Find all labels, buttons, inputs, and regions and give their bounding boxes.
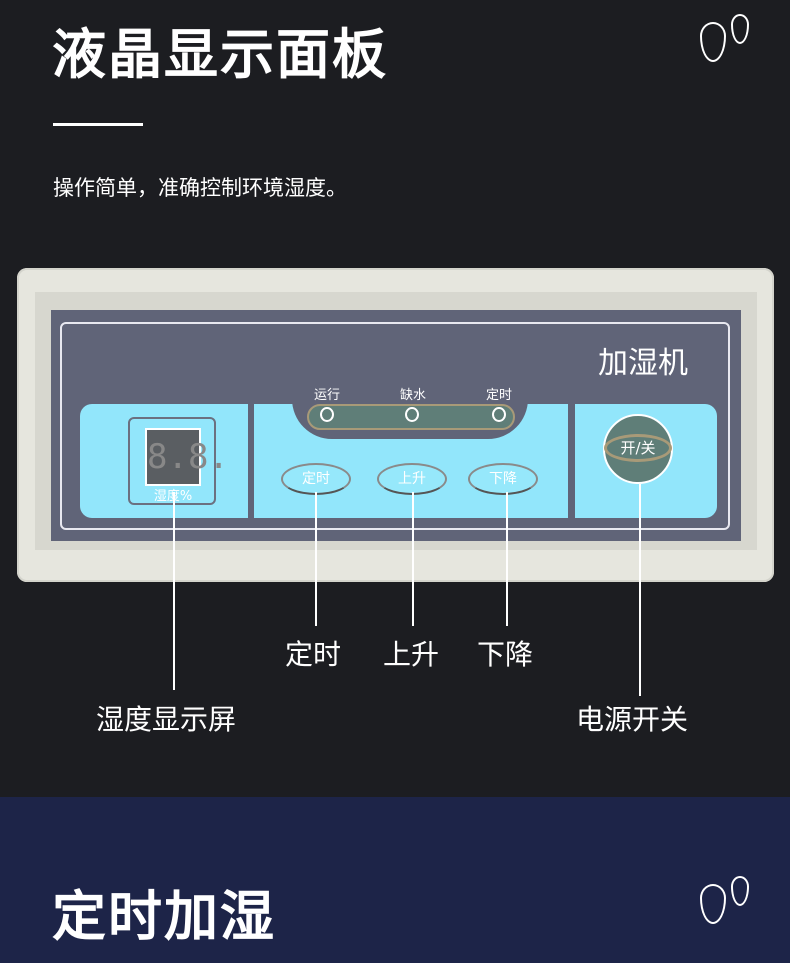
water-drop-icon bbox=[731, 14, 749, 44]
callout-up: 上升 bbox=[383, 638, 440, 671]
power-label[interactable]: 开/关 bbox=[604, 434, 672, 462]
callout-power: 电源开关 bbox=[576, 703, 689, 736]
section-title: 液晶显示面板 bbox=[52, 23, 388, 86]
next-section-band bbox=[0, 797, 790, 963]
indicator-label-timer: 定时 bbox=[485, 388, 512, 403]
next-section-title: 定时加湿 bbox=[52, 885, 276, 948]
humidity-display bbox=[128, 417, 216, 505]
callout-line bbox=[173, 492, 175, 690]
callout-line bbox=[639, 484, 641, 696]
water-drop-icon bbox=[731, 876, 749, 906]
callout-line bbox=[506, 492, 508, 626]
down-button[interactable]: 下降 bbox=[468, 463, 538, 495]
subtitle: 操作简单，准确控制环境湿度。 bbox=[53, 176, 347, 200]
divider bbox=[53, 123, 143, 126]
callout-line bbox=[315, 492, 317, 626]
water-drop-icon bbox=[700, 884, 726, 924]
lcd-digits: 8.8. bbox=[145, 428, 229, 486]
panel-border bbox=[60, 322, 730, 530]
callout-line bbox=[412, 492, 414, 626]
brand-label: 加湿机 bbox=[598, 346, 688, 381]
led-water-icon bbox=[405, 407, 419, 422]
led-timer-icon bbox=[492, 407, 506, 422]
led-run-icon bbox=[320, 407, 334, 422]
callout-timer: 定时 bbox=[285, 638, 342, 671]
indicator-label-water: 缺水 bbox=[399, 388, 426, 403]
callout-display: 湿度显示屏 bbox=[96, 703, 237, 736]
up-button[interactable]: 上升 bbox=[377, 463, 447, 495]
callout-down: 下降 bbox=[477, 638, 534, 671]
display-label: 湿度% bbox=[140, 485, 206, 504]
timer-button[interactable]: 定时 bbox=[281, 463, 351, 495]
water-drop-icon bbox=[700, 22, 726, 62]
indicator-label-run: 运行 bbox=[313, 388, 340, 403]
